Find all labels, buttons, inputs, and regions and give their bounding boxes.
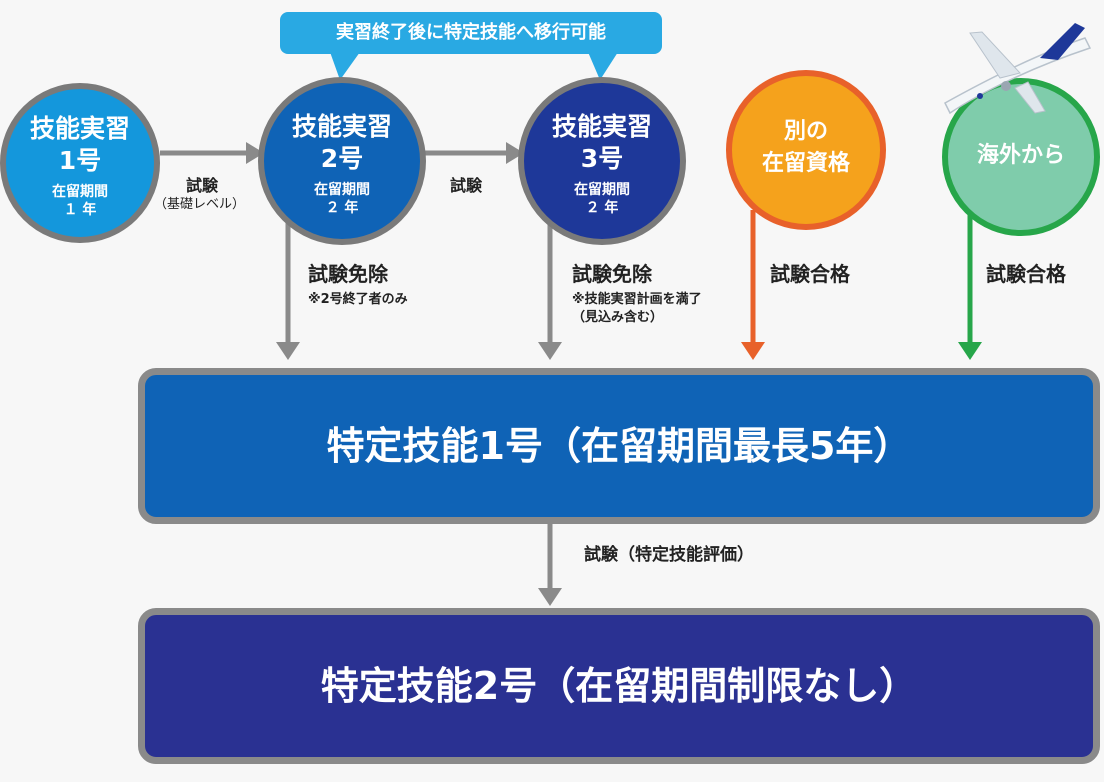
airplane-icon (944, 23, 1092, 115)
circle-overseas: 海外から (942, 78, 1100, 236)
label-exempt-2-note2: （見込み含む） (572, 310, 664, 325)
circle-other-status: 別の 在留資格 (726, 70, 886, 230)
box-ssw1-label: 特定技能1号（在留期間最長5年） (326, 424, 912, 468)
circle-sub: 在留期間 (52, 184, 108, 200)
circle-sub: ２ 年 (325, 200, 359, 216)
circle-title: 技能実習 (291, 112, 392, 141)
circle-sub: ２ 年 (585, 200, 619, 216)
circle-title: 3号 (580, 144, 624, 173)
box-ssw1: 特定技能1号（在留期間最長5年） (138, 368, 1100, 524)
circle-sub: 在留期間 (314, 182, 370, 198)
circle-title: 技能実習 (551, 112, 652, 141)
label-pass-1: 試験合格 (770, 262, 850, 286)
circle-sub: １ 年 (63, 202, 97, 218)
circle-title: 在留資格 (761, 151, 850, 176)
label-exempt-2: 試験免除 (572, 262, 652, 286)
circle-title: 海外から (976, 143, 1065, 168)
box-ssw2: 特定技能2号（在留期間制限なし） (138, 608, 1100, 764)
circle-ti2: 技能実習 2号 在留期間 ２ 年 (258, 77, 426, 245)
label-exam-basic-sub: （基礎レベル） (154, 197, 246, 212)
circle-title: 別の (783, 119, 828, 144)
circle-title: 1号 (58, 146, 102, 175)
label-exam-eval: 試験（特定技能評価） (584, 545, 754, 565)
circle-sub: 在留期間 (574, 182, 630, 198)
circle-ti3: 技能実習 3号 在留期間 ２ 年 (518, 77, 686, 245)
label-exempt-1-note: ※2号終了者のみ (308, 292, 408, 307)
label-pass-2: 試験合格 (986, 262, 1066, 286)
label-exempt-2-note1: ※技能実習計画を満了 (572, 292, 702, 307)
circle-title: 技能実習 (29, 114, 130, 143)
transition-callout: 実習終了後に特定技能へ移行可能 (280, 12, 662, 54)
box-ssw2-label: 特定技能2号（在留期間制限なし） (320, 664, 918, 708)
label-exam: 試験 (450, 176, 483, 195)
circle-title: 2号 (320, 144, 364, 173)
circle-ti1: 技能実習 1号 在留期間 １ 年 (0, 83, 160, 243)
label-exempt-1: 試験免除 (308, 262, 388, 286)
label-exam-basic: 試験 (186, 176, 219, 195)
